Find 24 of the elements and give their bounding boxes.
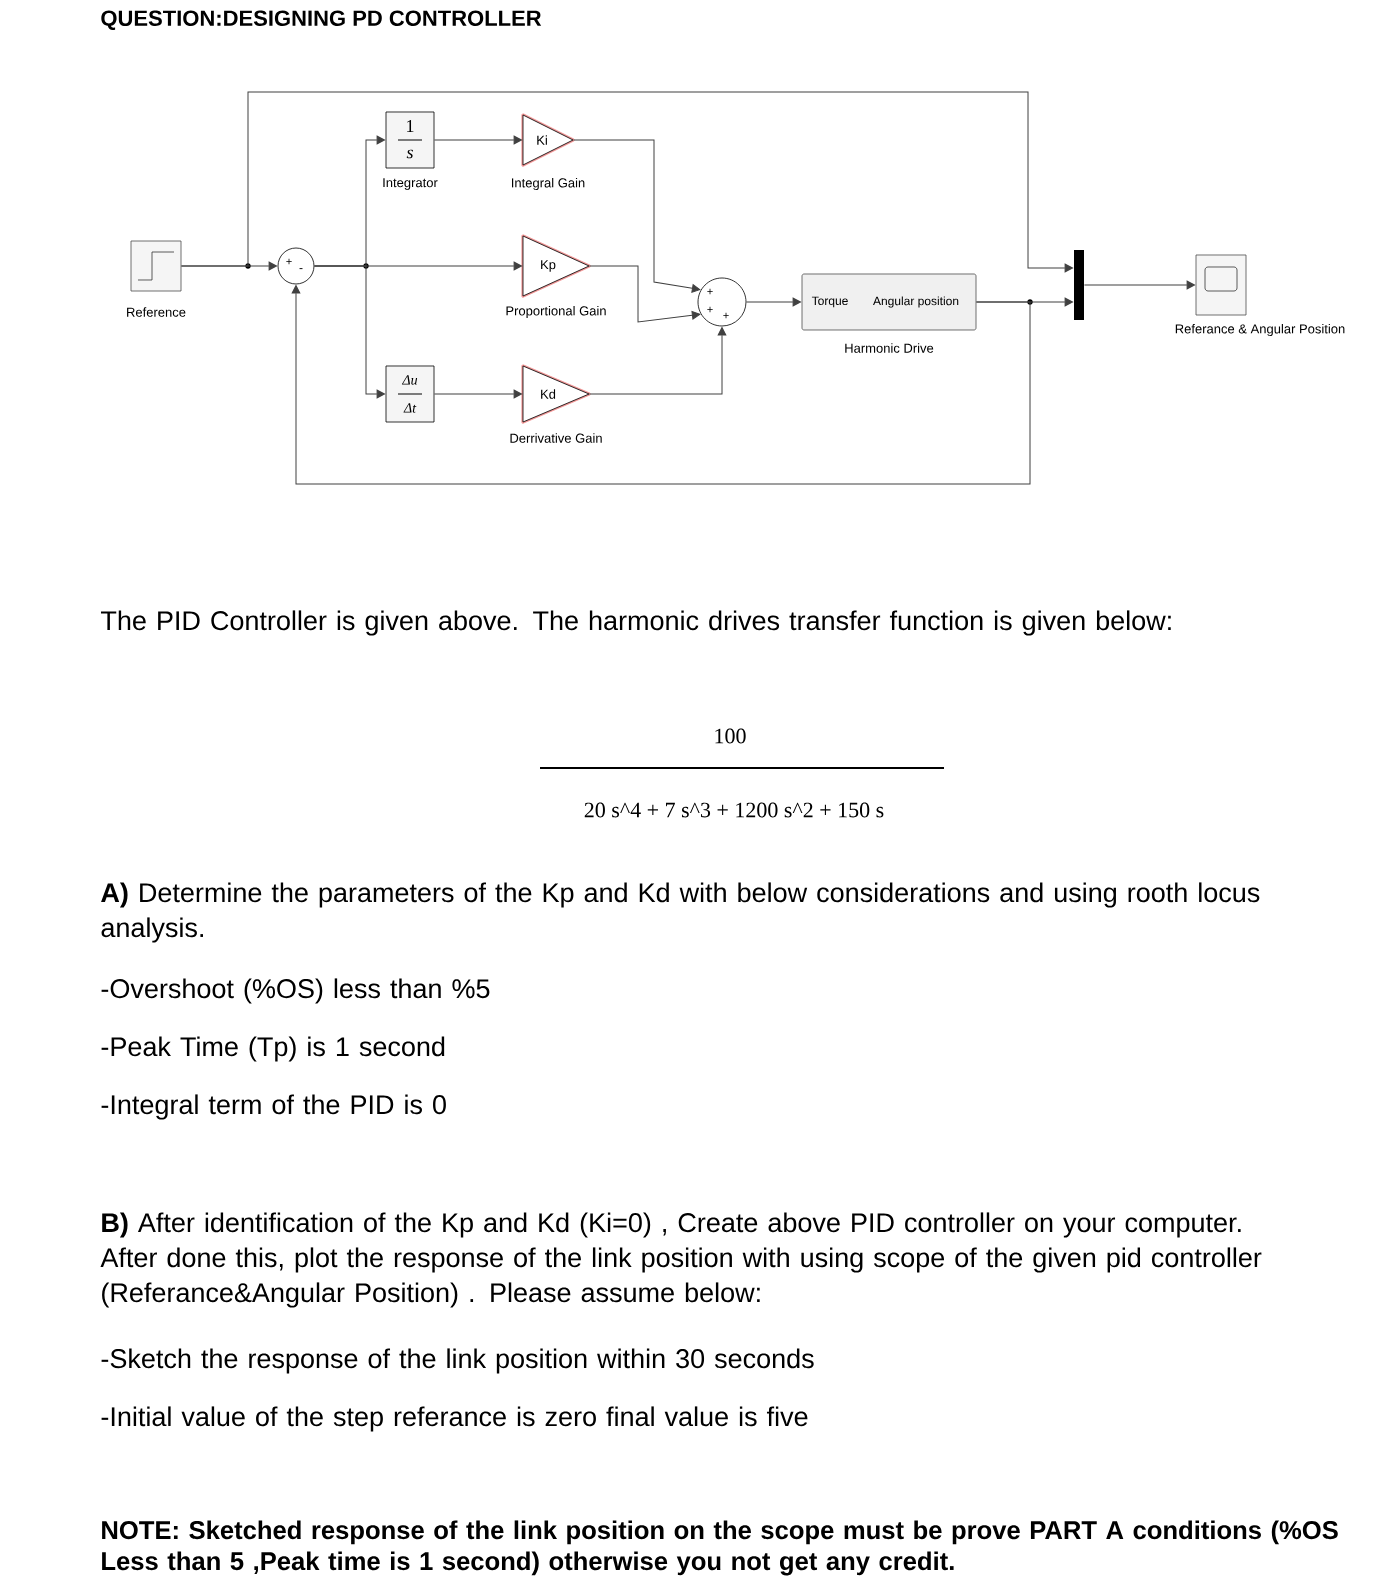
arrow (433, 389, 522, 399)
list-item: -Integral term of the PID is 0 (101, 1094, 446, 1120)
numerator: 100 (715, 728, 746, 744)
arrow (1083, 280, 1195, 290)
list-item: -Overshoot (%OS) less than %5 (101, 978, 490, 1004)
arrow (588, 327, 727, 395)
paragraph: The PID Controller is given above. The harmonic drives transfer function is given below: (101, 610, 1171, 636)
denominator: 20 s^4 + 7 s^3 + 1200 s^2 + 150 s (584, 802, 884, 818)
list-item: -Initial value of the step referance is zero final value is five (101, 1406, 808, 1432)
note: NOTE: Sketched response of the link position on the scope must be prove PART A conditions (%OS Less than 5 ,Peak time is 1 second) otherwise you not get any credit. (102, 1520, 1338, 1576)
arrow (745, 297, 801, 307)
arrow (180, 91, 1073, 273)
arrow (433, 135, 522, 145)
arrow (313, 265, 385, 399)
paragraph: B) After identification of the Kp and Kd (Ki=0) , Create above PID controller on your computer. After done this, plot the response of the link position with using scope of the given pid controller (Referance&Angular Position) . Please assume below: (100, 1212, 1262, 1308)
list-item: -Peak Time (Tp) is 1 second (101, 1036, 445, 1062)
arrow (291, 285, 1031, 485)
arrow (588, 265, 701, 323)
mux-bar (1074, 250, 1084, 320)
arrow (572, 139, 701, 293)
transfer-function-block: 1 s (385, 111, 435, 169)
paragraph: A) Determine the parameters of the Kp and Kd with below considerations and using rooth locus analysis. (101, 882, 1260, 943)
list-item: -Sketch the response of the link position within 30 seconds (101, 1348, 814, 1374)
heading: QUESTION:DESIGNING PD CONTROLLER (101, 10, 542, 31)
